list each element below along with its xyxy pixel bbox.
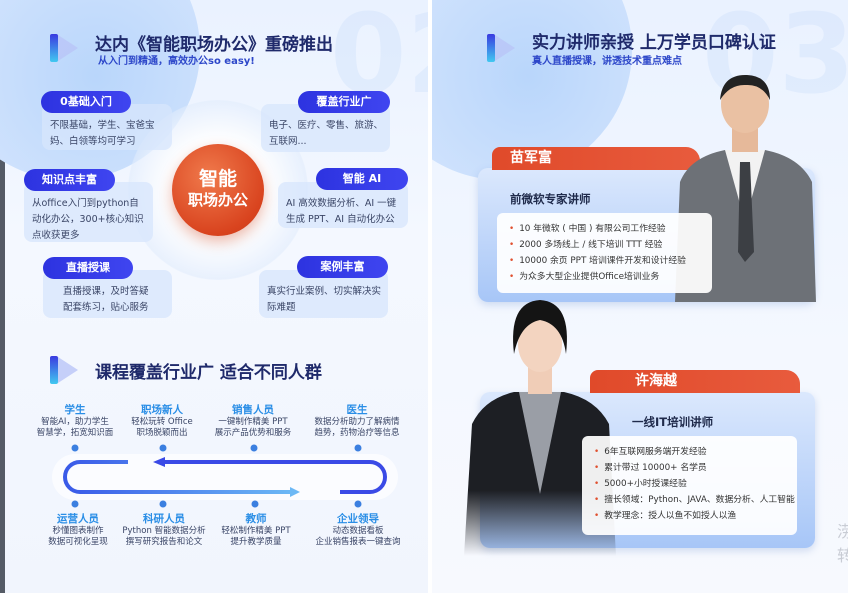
point: 教学理念：授人以鱼不如授人以渔 <box>594 508 791 524</box>
point: 5000+小时授课经验 <box>594 476 791 492</box>
point: 10000 余页 PPT 培训课件开发和设计经验 <box>509 253 706 269</box>
point: 6年互联网服务端开发经验 <box>594 444 791 460</box>
teacher-role: 一线IT培训讲师 <box>632 415 714 429</box>
edge-char: 转 <box>837 546 848 565</box>
center-line1: 智能 <box>198 168 237 190</box>
play-logo-icon <box>50 34 78 62</box>
feature-label: 案例丰富 <box>297 256 388 278</box>
point: 2000 多场线上 / 线下培训 TTT 经验 <box>509 237 706 253</box>
feature-text: 直播授课，及时答疑配套练习，贴心服务 <box>63 286 149 313</box>
audience-desc: 轻松玩转 Office <box>131 417 193 427</box>
feature-text: 真实行业案例、切实解决实际难题 <box>267 286 382 313</box>
feature-card: 真实行业案例、切实解决实际难题 <box>259 270 388 318</box>
point: 10 年微软 ( 中国 ) 有限公司工作经验 <box>509 221 706 237</box>
feature-label: 智能 AI <box>316 168 408 190</box>
audience-name: 运营人员 <box>57 513 99 525</box>
timeline-dot <box>159 500 167 508</box>
teacher-name: 苗军富 <box>492 147 700 170</box>
feature-label: 知识点丰富 <box>24 169 115 191</box>
page-title: 实力讲师亲授 上万学员口碑认证 <box>532 33 776 53</box>
timeline-dot <box>251 500 259 508</box>
teacher-points: 10 年微软 ( 中国 ) 有限公司工作经验 2000 多场线上 / 线下培训 … <box>497 213 712 293</box>
page-title: 达内《智能职场办公》重磅推出 <box>95 35 333 55</box>
feature-label: 覆盖行业广 <box>298 91 390 113</box>
audience-name: 教师 <box>245 513 267 525</box>
point: 为众多大型企业提供Office培训业务 <box>509 269 706 285</box>
feature-label: 直播授课 <box>43 257 133 279</box>
audience-item: 运营人员秒懂图表制作数据可视化呈现 <box>23 512 133 548</box>
feature-text: 电子、医疗、零售、旅游、互联网... <box>269 120 384 147</box>
audience-desc: 职场脱颖而出 <box>136 428 188 438</box>
audience-item: 学生智能AI，助力学生智慧学，拓宽知识面 <box>20 403 130 439</box>
audience-desc: 企业销售报表一键查询 <box>315 537 401 547</box>
audience-desc: 提升教学质量 <box>230 537 282 547</box>
audience-desc: 秒懂图表制作 <box>52 526 104 536</box>
audience-desc: 智能AI，助力学生 <box>41 417 109 427</box>
feature-label: 0基础入门 <box>41 91 131 113</box>
audience-desc: Python 智能数据分析 <box>122 526 206 536</box>
timeline-dot <box>159 444 167 452</box>
timeline-dot <box>71 500 79 508</box>
feature-card: 从office入门到python自动化办公，300+核心知识点收获更多 <box>24 182 153 242</box>
feature-text: 不限基础，学生、宝爸宝妈、白领等均可学习 <box>50 120 155 147</box>
page-subtitle: 从入门到精通，高效办公so easy! <box>98 56 255 67</box>
feature-text: AI 高效数据分析、AI 一键生成 PPT、AI 自动化办公 <box>286 198 397 225</box>
timeline-dot <box>71 444 79 452</box>
center-badge: 智能职场办公 <box>172 144 264 236</box>
audience-desc: 撰写研究报告和论文 <box>125 537 203 547</box>
timeline-dot <box>250 444 258 452</box>
audience-desc: 智慧学，拓宽知识面 <box>36 428 114 438</box>
play-logo-icon <box>487 34 515 62</box>
teacher-name: 许海越 <box>590 370 800 393</box>
point: 擅长领域：Python、JAVA、数据分析、人工智能 <box>594 492 795 508</box>
audience-desc: 数据分析助力了解病情 <box>314 417 400 427</box>
audience-desc: 展示产品优势和服务 <box>214 428 292 438</box>
audience-desc: 轻松制作精美 PPT <box>221 526 291 536</box>
audience-name: 学生 <box>64 404 86 416</box>
audience-name: 职场新人 <box>141 404 183 416</box>
loop-arrow-track <box>52 454 398 500</box>
audience-desc: 动态数据看板 <box>332 526 384 536</box>
audience-name: 企业领导 <box>337 513 379 525</box>
audience-item: 医生数据分析助力了解病情趋势，药物治疗等信息 <box>302 403 412 439</box>
edge-text: 涝转 <box>837 520 848 568</box>
left-panel: 02 达内《智能职场办公》重磅推出 从入门到精通，高效办公so easy! 智能… <box>0 0 428 593</box>
audience-desc: 一键制作精美 PPT <box>218 417 288 427</box>
page-subtitle: 真人直播授课，讲透技术重点难点 <box>532 56 682 67</box>
timeline-dot <box>354 500 362 508</box>
audience-name: 医生 <box>346 404 368 416</box>
teacher-role: 前微软专家讲师 <box>510 192 591 206</box>
play-logo-icon <box>50 356 78 384</box>
center-line2: 职场办公 <box>187 191 248 209</box>
teacher-photo-woman <box>464 300 616 556</box>
audience-desc: 数据可视化呈现 <box>48 537 108 547</box>
audience-name: 销售人员 <box>232 404 274 416</box>
feature-text: 从office入门到python自动化办公，300+核心知识点收获更多 <box>32 198 144 241</box>
audience-item: 企业领导动态数据看板企业销售报表一键查询 <box>303 512 413 548</box>
audience-name: 科研人员 <box>143 513 185 525</box>
right-panel: 03 实力讲师亲授 上万学员口碑认证 真人直播授课，讲透技术重点难点 苗军富 前… <box>432 0 848 593</box>
edge-char: 涝 <box>837 522 848 541</box>
audience-desc: 趋势，药物治疗等信息 <box>314 428 400 438</box>
timeline-dot <box>354 444 362 452</box>
point: 累计带过 10000+ 名学员 <box>594 460 791 476</box>
section-title: 课程覆盖行业广 适合不同人群 <box>95 363 322 383</box>
teacher-points: 6年互联网服务端开发经验 累计带过 10000+ 名学员 5000+小时授课经验… <box>582 436 797 535</box>
